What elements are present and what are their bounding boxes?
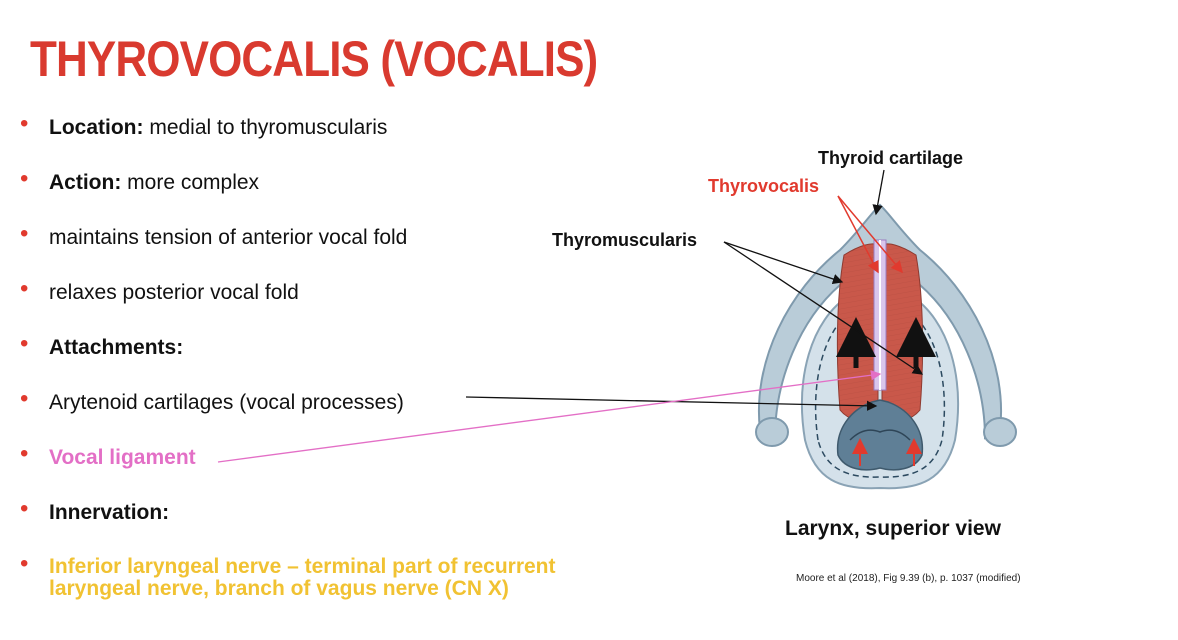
bullet-dot-icon: • <box>20 275 29 302</box>
thyroid-horn-right <box>983 417 1017 447</box>
dashed-outline <box>814 301 946 478</box>
list-item: • Inferior laryngeal nerve – terminal pa… <box>20 552 620 600</box>
bullet-text: Arytenoid cartilages (vocal processes) <box>49 391 404 414</box>
list-item: • maintains tension of anterior vocal fo… <box>20 222 640 250</box>
bullet-dot-icon: • <box>20 330 29 357</box>
label-thyroid-cartilage: Thyroid cartilage <box>818 148 964 168</box>
list-item: • Attachments: <box>20 332 640 360</box>
bullet-dot-icon: • <box>20 550 29 577</box>
bullet-label: Vocal ligament <box>49 446 196 469</box>
leader-thyrovocalis-left <box>837 195 879 274</box>
bullet-text: maintains tension of anterior vocal fold <box>49 226 408 249</box>
label-thyromuscularis: Thyromuscularis <box>552 230 698 250</box>
leader-thyrovocalis-right <box>837 195 903 274</box>
leader-thyromuscularis-2 <box>723 241 924 375</box>
leader-thyromuscularis-1 <box>723 241 844 285</box>
bullet-dot-icon: • <box>20 110 29 137</box>
bullet-dot-icon: • <box>20 440 29 467</box>
bullet-text: medial to thyromuscularis <box>143 116 388 139</box>
list-item: • relaxes posterior vocal fold <box>20 277 640 305</box>
leader-vocal-ligament <box>217 370 882 463</box>
label-thyrovocalis: Thyrovocalis <box>708 176 820 196</box>
list-item: • Arytenoid cartilages (vocal processes) <box>20 387 640 415</box>
leader-thyroid <box>872 169 885 216</box>
bullet-label: Innervation: <box>49 501 170 524</box>
bullet-label: Location: <box>49 116 144 139</box>
figure-citation: Moore et al (2018), Fig 9.39 (b), p. 103… <box>796 573 1021 584</box>
bullet-text: relaxes posterior vocal fold <box>49 281 299 304</box>
bullet-text: more complex <box>121 171 260 194</box>
bullet-label: Attachments: <box>49 336 184 359</box>
bullet-dot-icon: • <box>20 165 29 192</box>
list-item: • Action: more complex <box>20 167 640 195</box>
thyroid-horn-left <box>755 417 789 447</box>
list-item: • Vocal ligament <box>20 442 640 470</box>
figure-caption: Larynx, superior view <box>785 517 1001 540</box>
bullet-dot-icon: • <box>20 220 29 247</box>
bullet-label: Inferior laryngeal nerve – terminal part… <box>49 555 556 600</box>
list-item: • Innervation: <box>20 497 640 525</box>
bullet-dot-icon: • <box>20 385 29 412</box>
bullet-dot-icon: • <box>20 495 29 522</box>
list-item: • Location: medial to thyromuscularis <box>20 112 640 140</box>
slide-title: THYROVOCALIS (VOCALIS) <box>30 31 598 87</box>
bullet-label: Action: <box>49 171 122 194</box>
